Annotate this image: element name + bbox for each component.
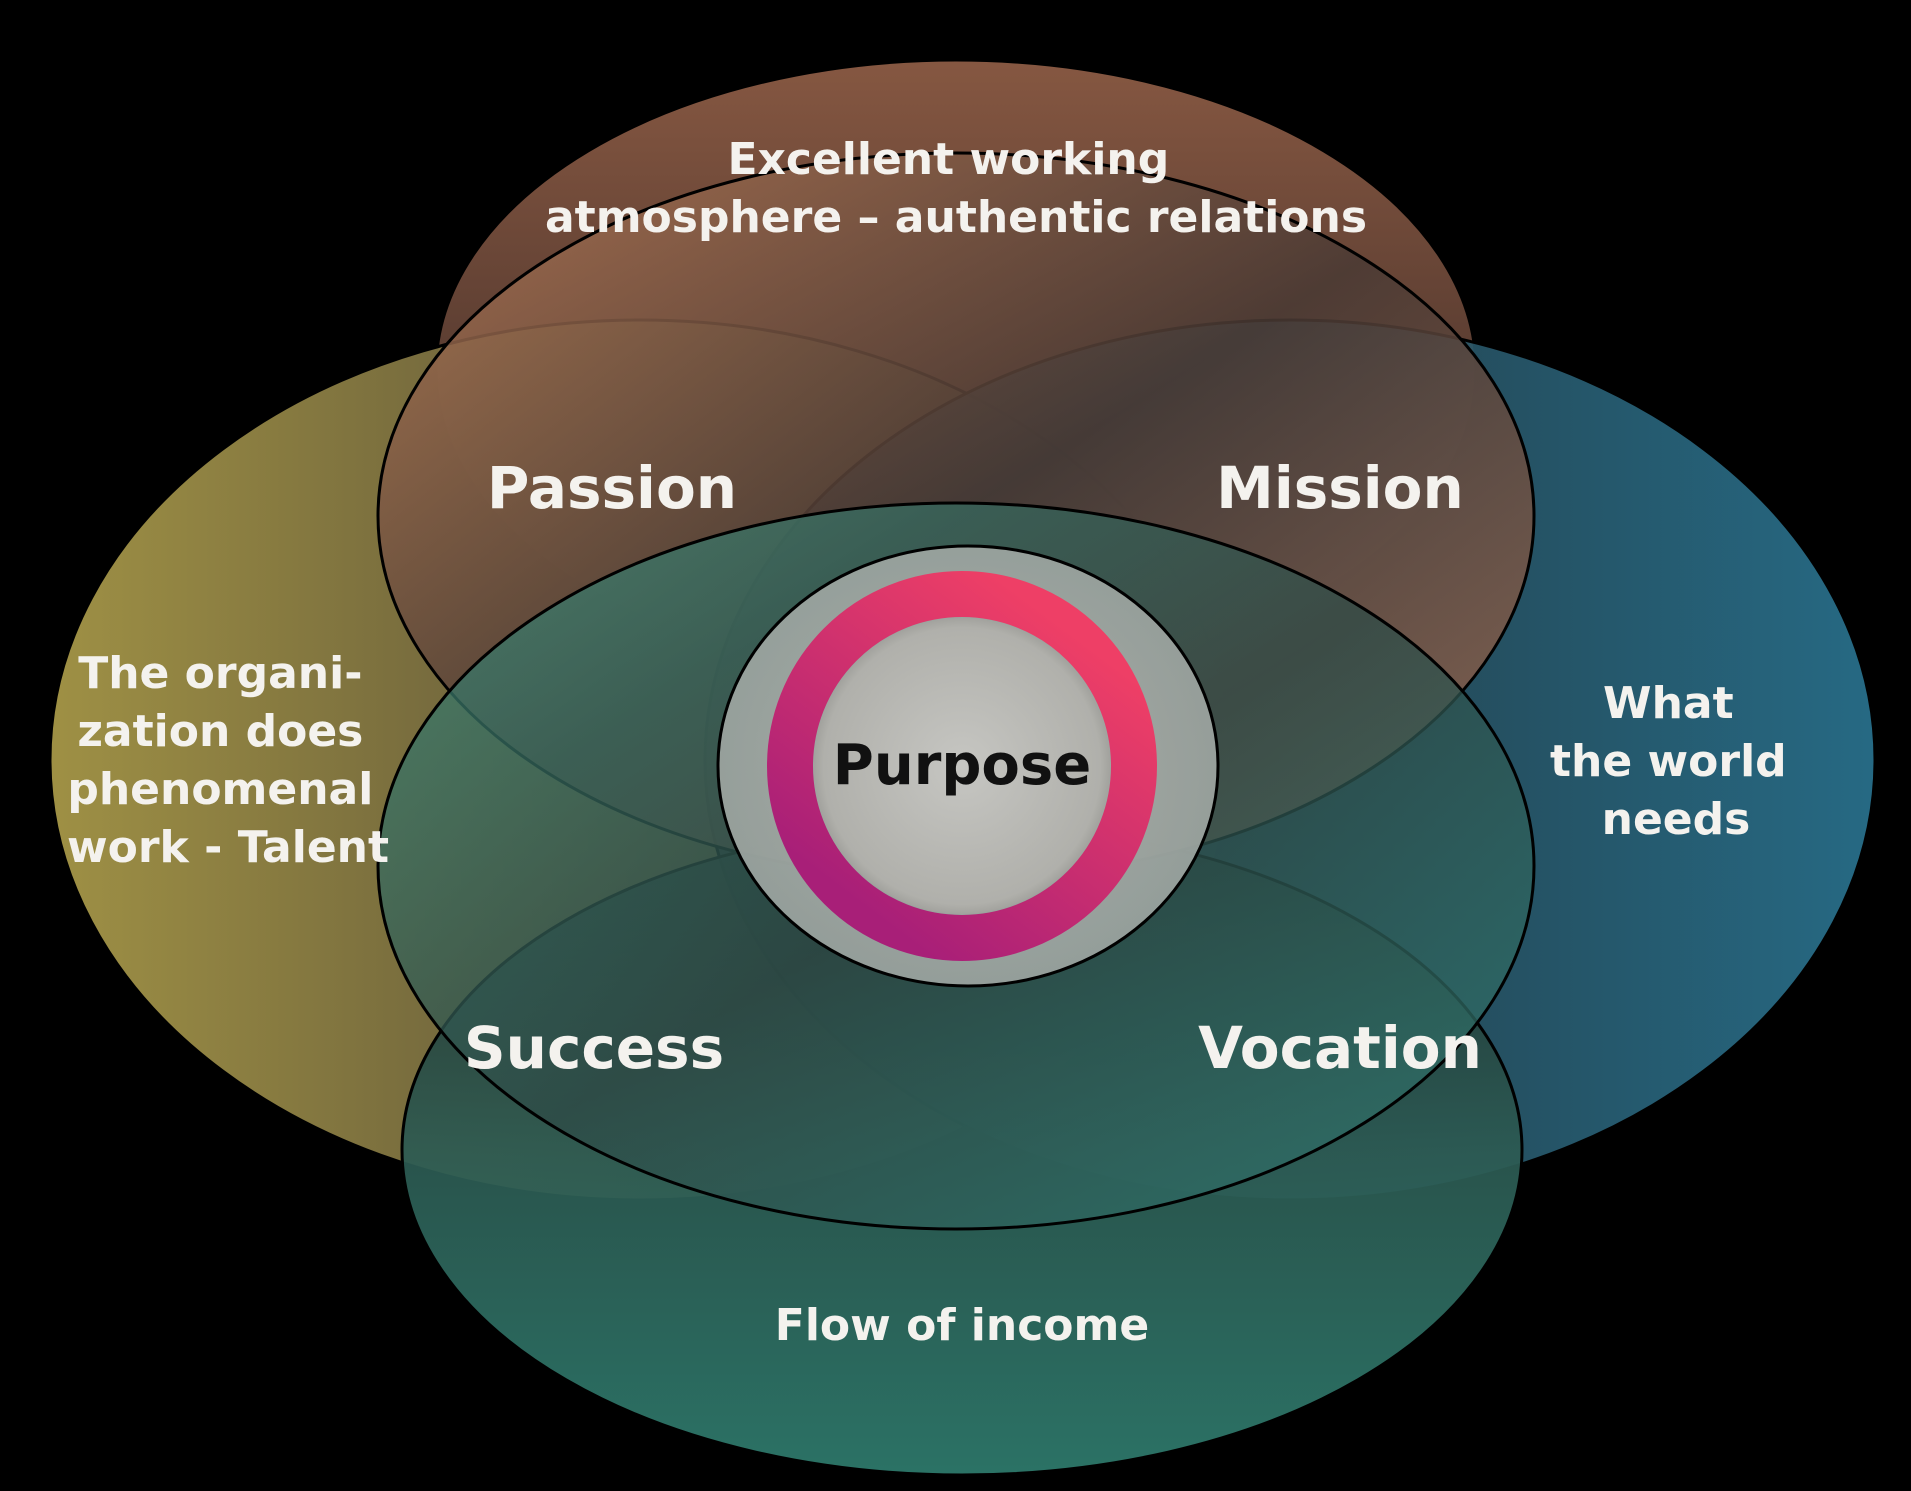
right-label: What the world needs (1550, 678, 1802, 845)
passion-label: Passion (487, 454, 737, 522)
vocation-label: Vocation (1198, 1014, 1482, 1082)
left-label: The organi- zation does phenomenal work … (67, 648, 389, 873)
purpose-ring (767, 571, 1157, 961)
bottom-label: Flow of income (775, 1300, 1149, 1351)
top-label: Excellent working atmosphere – authentic… (545, 134, 1367, 243)
mission-label: Mission (1216, 454, 1464, 522)
success-label: Success (464, 1014, 724, 1082)
purpose-label: Purpose (833, 733, 1091, 798)
purpose-core (814, 618, 1110, 914)
